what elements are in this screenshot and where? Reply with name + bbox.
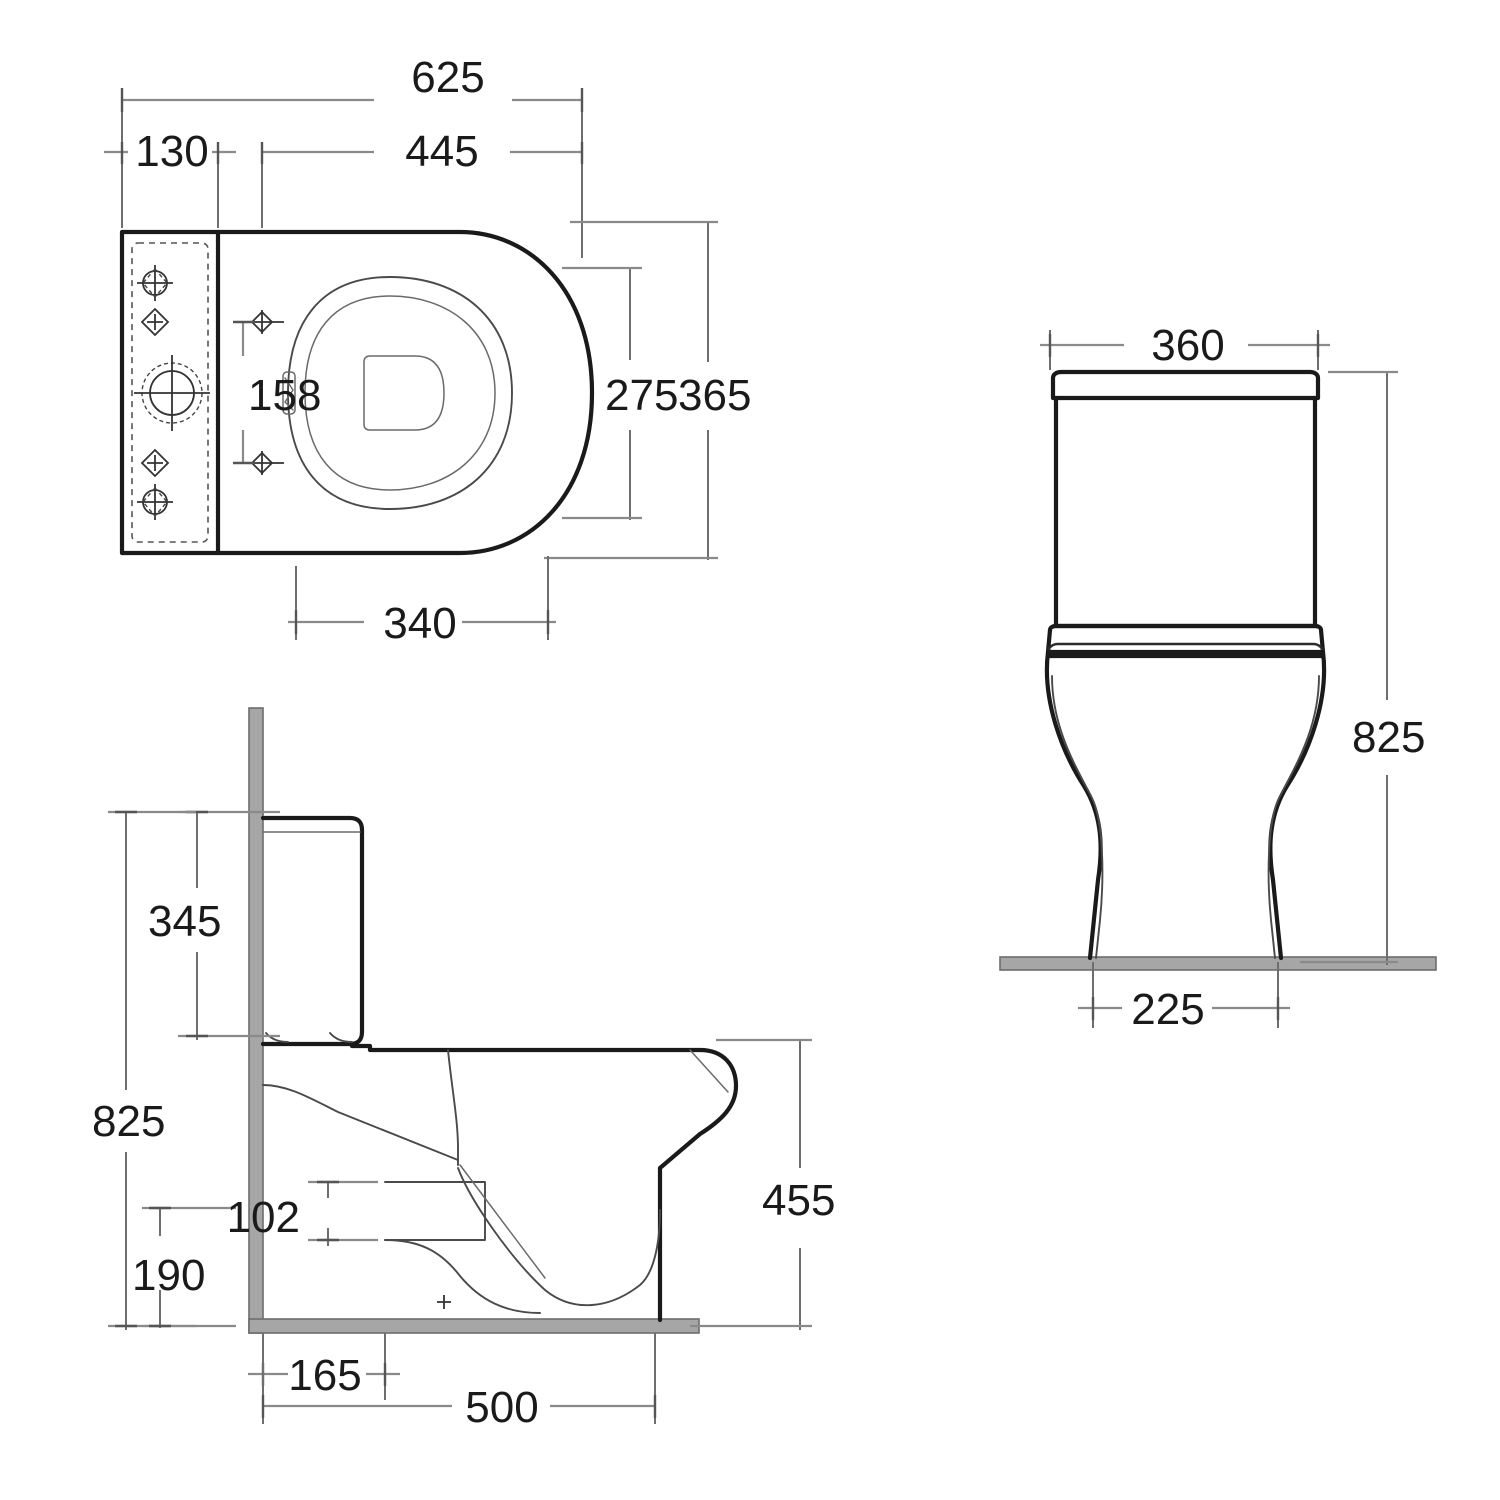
side-pan-rear-sweep xyxy=(262,1084,459,1161)
front-collar-line xyxy=(1046,642,1325,654)
front-pan-right-profile xyxy=(1268,649,1327,961)
dim-plan-365: 365 xyxy=(544,220,751,560)
side-rim-tip-line xyxy=(689,1049,729,1093)
dim-label-side-102: 102 xyxy=(227,1193,300,1242)
plan-hole-upper-diamond xyxy=(140,307,170,337)
front-floor xyxy=(999,956,1437,971)
dim-plan-275: 275 xyxy=(562,266,678,520)
dim-label-plan-445: 445 xyxy=(405,127,478,176)
dim-label-front-360: 360 xyxy=(1151,321,1224,370)
front-elevation-group: 360 825 225 xyxy=(999,321,1437,1034)
side-cistern-foot-left xyxy=(265,1032,289,1043)
dim-label-side-455: 455 xyxy=(762,1176,835,1225)
dim-side-500: 500 xyxy=(261,1333,657,1432)
plan-seat-outer xyxy=(287,276,513,510)
plan-hole-top xyxy=(137,265,173,301)
dim-label-front-825: 825 xyxy=(1352,713,1425,762)
dim-front-825: 825 xyxy=(1300,370,1425,965)
dim-plan-340: 340 xyxy=(288,556,556,648)
front-pan-left-inner xyxy=(1051,675,1104,959)
side-cistern-foot-right xyxy=(329,1032,353,1043)
side-cistern-outline xyxy=(260,815,365,1047)
side-trap-line xyxy=(459,1164,546,1279)
side-floor xyxy=(248,1318,700,1334)
front-cistern-lid xyxy=(1050,369,1321,401)
plan-hole-centre xyxy=(134,355,210,431)
dim-side-102: 102 xyxy=(227,1180,378,1246)
side-elevation-group: 345 825 190 xyxy=(92,707,835,1432)
dim-label-side-500: 500 xyxy=(465,1383,538,1432)
dim-side-165: 165 xyxy=(248,1333,400,1400)
front-cistern-body xyxy=(1053,395,1318,629)
plan-fixing-plate-dashed xyxy=(131,242,209,543)
side-centre-mark xyxy=(437,1295,451,1309)
dim-plan-445: 445 xyxy=(260,127,584,228)
plan-hole-bottom xyxy=(137,484,173,520)
dim-side-825: 825 xyxy=(92,810,196,1330)
dim-label-plan-340: 340 xyxy=(383,599,456,648)
front-collar xyxy=(1045,623,1326,655)
plan-view-group: 625 130 445 xyxy=(104,53,751,648)
dim-side-455: 455 xyxy=(690,1038,835,1330)
dim-front-225: 225 xyxy=(1078,962,1290,1034)
dim-label-plan-365: 365 xyxy=(678,371,751,420)
dim-plan-130: 130 xyxy=(104,127,236,228)
plan-seat-hinge xyxy=(282,371,296,415)
dim-label-front-225: 225 xyxy=(1131,985,1204,1034)
dim-label-side-165: 165 xyxy=(288,1351,361,1400)
side-pan-internal-profile xyxy=(447,1049,459,1166)
dim-label-plan-158: 158 xyxy=(248,371,321,420)
dim-label-side-825: 825 xyxy=(92,1097,165,1146)
front-pan-left-profile xyxy=(1044,649,1103,961)
front-pan-right-inner xyxy=(1267,675,1320,959)
side-outlet-skirt xyxy=(384,1239,541,1314)
plan-seat-inner xyxy=(304,295,496,491)
side-pan-outline xyxy=(349,1043,739,1323)
dim-plan-158: 158 xyxy=(233,320,321,465)
dim-front-360: 360 xyxy=(1040,321,1330,370)
plan-pan-outline xyxy=(119,229,595,556)
plan-seat-aperture xyxy=(363,355,445,431)
side-bowl-interior xyxy=(457,1167,661,1307)
dim-label-plan-275: 275 xyxy=(605,371,678,420)
dim-side-345: 345 xyxy=(148,810,280,1040)
dim-label-plan-130: 130 xyxy=(135,127,208,176)
dim-label-side-190: 190 xyxy=(132,1251,205,1300)
dim-label-plan-625: 625 xyxy=(411,53,484,102)
dim-label-side-345: 345 xyxy=(148,897,221,946)
side-outlet-box xyxy=(384,1181,486,1241)
plan-hole-lower-diamond xyxy=(140,448,170,478)
dim-side-190: 190 xyxy=(132,1206,236,1328)
